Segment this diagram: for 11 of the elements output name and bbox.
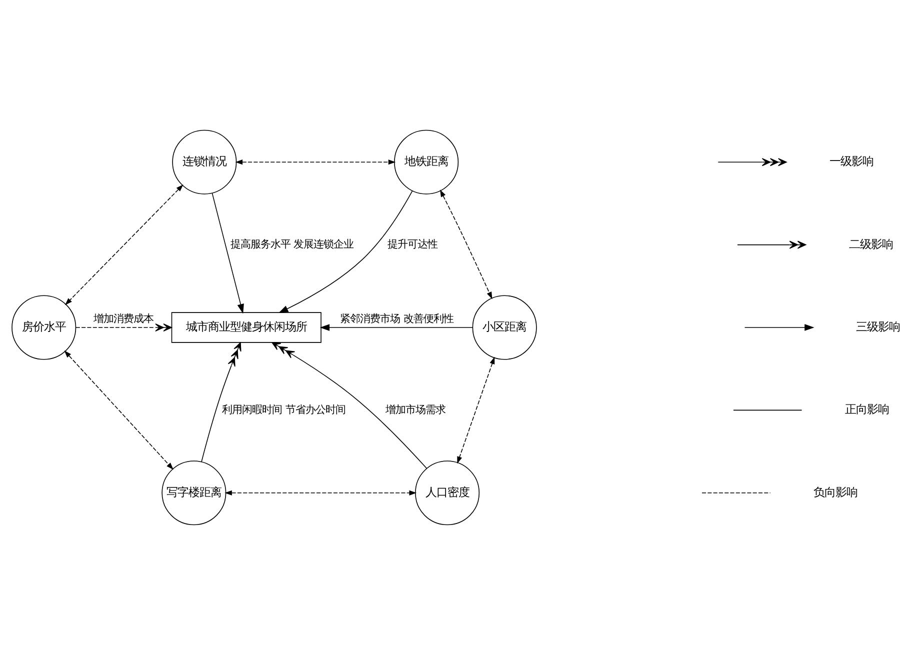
legend-label: 二级影响 (848, 238, 893, 251)
legend-label: 正向影响 (844, 403, 889, 416)
legend-label: 三级影响 (856, 320, 900, 334)
edge-label: 增加市场需求 (385, 404, 446, 416)
edge-label: 增加消费成本 (94, 313, 154, 326)
edge-label: 提升可达性 (388, 238, 438, 251)
edge-label: 提高服务水平 发展连锁企业 (230, 238, 354, 251)
edge-label: 紧邻消费市场 改善便利性 (340, 313, 454, 326)
legend-label: 负向影响 (813, 486, 858, 499)
edge-label: 利用闲暇时间 节省办公时间 (222, 404, 346, 416)
legend-label: 一级影响 (830, 155, 874, 168)
